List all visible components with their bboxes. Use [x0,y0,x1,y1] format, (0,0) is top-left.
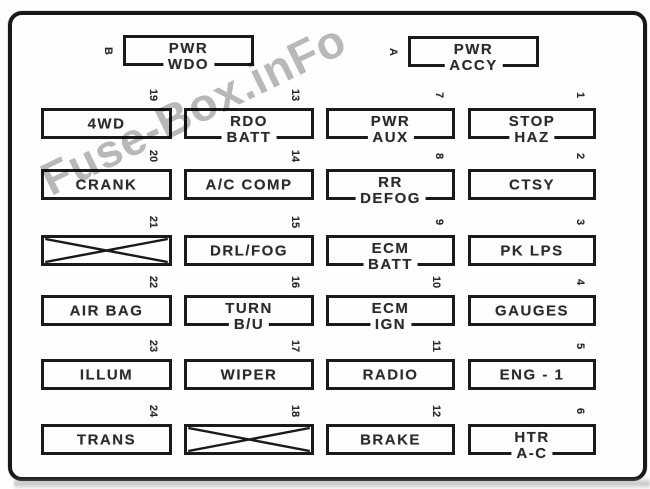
fuse-box: 22 AIR BAG [41,276,172,326]
fuse-label-line1: RADIO [362,366,419,383]
fuse-box: 15 DRL/FOG [184,216,314,266]
fuse-box: 2 CTSY [468,153,596,200]
fuse-label-line1: WIPER [220,366,278,383]
fuse-box: 13 RDO BATT [184,89,314,146]
fuse-label-line1: TURN [225,300,273,317]
fuse-label-line1: PK LPS [500,242,564,259]
breaker-label-line2: ACCY [444,58,503,74]
fuse-label-line2: AUX [367,130,414,146]
fuse-label-line1: PWR [370,113,411,130]
fuse-box: 16 TURN B/U [184,276,314,333]
fuse-box: 19 4WD [41,89,172,139]
fuse-label-line2: B/U [228,317,270,333]
fuse-number: 23 [146,339,159,353]
fuse-box: 3 PK LPS [468,219,596,266]
fuse-number: 6 [573,407,586,415]
fuse-label-line1: BRAKE [360,431,421,448]
fuse-number: 24 [146,404,159,418]
fuse-label-line2: HAZ [509,130,555,146]
fuse-label-line2: A-C [511,446,553,462]
fuse-box: 6 HTR A-C [468,408,596,462]
fuse-box: 23 ILLUM [41,340,172,390]
fuse-label-line1: 4WD [87,115,126,132]
fuse-box: 5 ENG - 1 [468,343,596,390]
breaker-box-pwr-accy: A PWR ACCY [387,36,539,74]
fuse-label-line1: ILLUM [79,366,134,383]
breaker-box-pwr-wdo: B PWR WDO [102,35,254,73]
breaker-label-line1: PWR [168,40,209,57]
fuse-number: 2 [573,152,586,160]
fuse-label-line1: RDO [230,113,268,130]
fuse-label-line1: RR [378,174,403,191]
fuse-label-line1: DRL/FOG [210,242,288,259]
fuse-box: 14 A/C COMP [184,150,314,200]
fuse-number: 21 [146,215,159,229]
fuse-box: 9 ECM BATT [326,219,455,273]
fuse-number: 8 [432,152,445,160]
fuse-label-line1: GAUGES [494,302,570,319]
fuse-label-line2: BATT [221,130,277,146]
fuse-number: 14 [288,149,301,163]
fuse-number: 12 [429,404,442,418]
fuse-box: 12 BRAKE [326,405,455,455]
fuse-label-line1: AIR BAG [69,302,144,319]
fuse-label-line1: A/C COMP [205,176,293,193]
fuse-box: 21 [41,216,172,266]
fuse-number: 13 [288,88,301,102]
fuse-box: 10 ECM IGN [326,276,455,333]
fuse-label-line1: STOP [508,113,556,130]
fuse-box: 1 STOP HAZ [468,92,596,146]
fuse-number: 22 [146,275,159,289]
fuse-box: 18 [184,405,314,455]
fuse-box: 20 CRANK [41,150,172,200]
fuse-number: 19 [146,88,159,102]
fuse-number: 9 [432,218,445,226]
fuse-label-line1: ECM [371,300,410,317]
breaker-letter: A [386,47,399,56]
fuse-label-line2: DEFOG [355,191,426,207]
fuse-label-line2: IGN [369,317,412,333]
fuse-number: 18 [288,404,301,418]
fuse-number: 17 [288,339,301,353]
fuse-label-line1: HTR [514,429,550,446]
breaker-label-line2: WDO [162,57,215,73]
fuse-number: 4 [573,278,586,286]
spare-cross-icon [187,427,311,452]
fuse-label-line2: BATT [363,257,418,273]
fuse-number: 10 [429,275,442,289]
spare-cross-icon [44,238,169,263]
fuse-number: 20 [146,149,159,163]
fuse-label-line1: CTSY [508,176,556,193]
fuse-label-line1: TRANS [76,431,137,448]
fuse-number: 7 [432,91,445,99]
breaker-letter: B [101,46,114,55]
fuse-box: 7 PWR AUX [326,92,455,146]
fuse-label-line1: CRANK [75,176,138,193]
breaker-label-line1: PWR [453,41,494,58]
fuse-number: 5 [573,342,586,350]
fuse-box: 11 RADIO [326,340,455,390]
fuse-box: 8 RR DEFOG [326,153,455,207]
fuse-number: 1 [573,91,586,99]
fuse-number: 11 [430,340,443,352]
fuse-box: 17 WIPER [184,340,314,390]
fuse-box: 4 GAUGES [468,279,596,326]
fuse-box: 24 TRANS [41,405,172,455]
scan-artifact [14,477,650,489]
fuse-number: 3 [573,218,586,226]
fuse-label-line1: ENG - 1 [499,366,565,383]
fuse-label-line1: ECM [371,240,410,257]
fuse-number: 16 [288,275,301,289]
fuse-number: 15 [288,215,301,229]
